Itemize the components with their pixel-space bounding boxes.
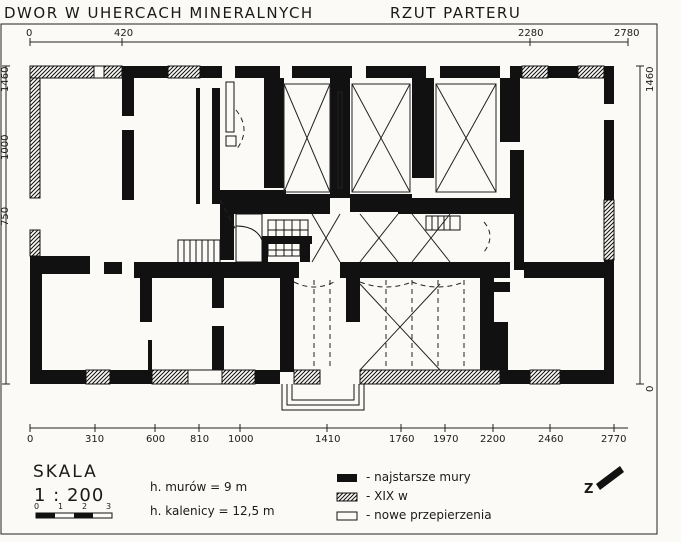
north-label: Z [584, 482, 594, 497]
scale-tick-label: 0 [34, 502, 40, 511]
wall-height-note: h. murów = 9 m [150, 480, 248, 494]
bottom-dim-label: 1970 [433, 434, 459, 445]
left-dim-label: 1460 [0, 66, 11, 92]
window-openings [93, 65, 223, 385]
vault-lines [283, 83, 497, 371]
scale-tick-label: 2 [82, 502, 88, 511]
legend-swatch-19th [336, 492, 358, 502]
right-dim-label: 0 [645, 385, 656, 392]
bottom-dim-label: 1410 [315, 434, 341, 445]
new-partitions [225, 81, 237, 147]
legend-label-new: - nowe przepierzenia [366, 508, 492, 522]
bottom-dim-label: 2460 [538, 434, 564, 445]
scale-title: SKALA [33, 462, 98, 482]
ridge-height-note: h. kalenicy = 12,5 m [150, 504, 275, 518]
top-dimension-line [29, 38, 629, 46]
right-dimension-line [636, 65, 644, 385]
legend-swatches [336, 474, 358, 521]
bottom-dimension-line [29, 424, 628, 432]
top-dim-label: 2280 [518, 28, 544, 39]
legend-swatch-new [336, 511, 358, 521]
scale-bar [35, 512, 113, 519]
dashed-vault-ribs [219, 109, 491, 370]
scale-ratio: 1 : 200 [34, 485, 105, 506]
staircases [177, 213, 461, 411]
bottom-dim-label: 310 [85, 434, 105, 445]
19th-century-walls [29, 65, 615, 385]
bottom-dim-label: 600 [146, 434, 166, 445]
top-dim-label: 2780 [614, 28, 640, 39]
drawing-subtitle: RZUT PARTERU [390, 4, 522, 22]
drawing-title: DWOR W UHERCACH MINERALNYCH [4, 4, 314, 22]
legend-swatch-oldest [337, 474, 357, 482]
legend-label-oldest: - najstarsze mury [366, 470, 471, 484]
scale-tick-label: 1 [58, 502, 64, 511]
bottom-dim-label: 2200 [480, 434, 506, 445]
left-dimension-line [2, 65, 10, 385]
bottom-dim-label: 810 [190, 434, 210, 445]
left-dim-label: 750 [0, 206, 11, 226]
bottom-dim-label: 2770 [601, 434, 627, 445]
north-arrow-icon [596, 466, 624, 490]
left-dim-label: 1000 [0, 134, 11, 160]
top-dim-label: 0 [26, 28, 33, 39]
bottom-dim-label: 1760 [389, 434, 415, 445]
top-dim-label: 420 [114, 28, 134, 39]
bottom-dim-label: 0 [27, 434, 34, 445]
bottom-dim-label: 1000 [228, 434, 254, 445]
right-dim-label: 1460 [645, 66, 656, 92]
oldest-walls [30, 66, 614, 384]
scale-tick-label: 3 [106, 502, 112, 511]
page-frame [0, 23, 658, 535]
legend-label-19th: - XIX w [366, 489, 408, 503]
